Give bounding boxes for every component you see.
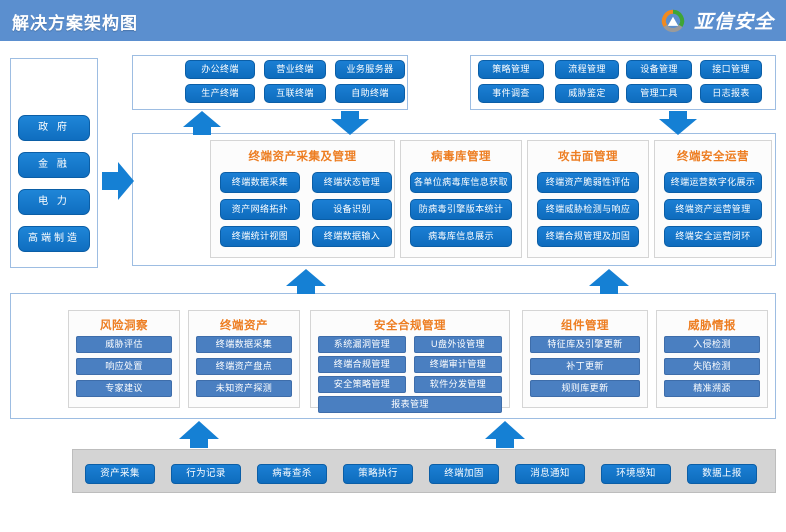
module-chip-2-full[interactable]: 报表管理 (318, 396, 502, 413)
middle-chip-3-2[interactable]: 终端安全运营闭环 (664, 226, 762, 247)
page-title: 解决方案架构图 (12, 14, 138, 33)
middle-chip-1-1[interactable]: 防病毒引擎版本统计 (410, 199, 512, 220)
agent-capability-chip-3[interactable]: 策略执行 (343, 464, 413, 484)
agent-capability-chip-5[interactable]: 消息通知 (515, 464, 585, 484)
module-chip-4-2[interactable]: 精准溯源 (664, 380, 760, 397)
middle-chip-0-3[interactable]: 设备识别 (312, 199, 392, 220)
module-chip-1-0[interactable]: 终端数据采集 (196, 336, 292, 353)
arrow-third-to-middle-left-icon (286, 269, 326, 294)
middle-chip-2-0[interactable]: 终端资产脆弱性评估 (537, 172, 639, 193)
agent-capability-chip-0[interactable]: 资产采集 (85, 464, 155, 484)
middle-group-title-3: 终端安全运营 (677, 151, 749, 163)
agent-capability-chip-6[interactable]: 环境感知 (601, 464, 671, 484)
page-header: 解决方案架构图 亚信安全 (0, 0, 786, 41)
middle-chip-0-1[interactable]: 终端状态管理 (312, 172, 392, 193)
middle-chip-1-2[interactable]: 病毒库信息展示 (410, 226, 512, 247)
agent-capability-chip-4[interactable]: 终端加固 (429, 464, 499, 484)
brand-name: 亚信安全 (693, 12, 774, 33)
management-chip-1[interactable]: 流程管理 (555, 60, 619, 79)
arrow-sidebar-to-middle-icon (102, 162, 134, 200)
agent-capability-chip-7[interactable]: 数据上报 (687, 464, 757, 484)
module-chip-1-1[interactable]: 终端资产盘点 (196, 358, 292, 375)
middle-chip-0-5[interactable]: 终端数据输入 (312, 226, 392, 247)
module-group-title-0: 风险洞察 (100, 320, 148, 332)
management-chip-3[interactable]: 接口管理 (700, 60, 762, 79)
module-chip-0-0[interactable]: 威胁评估 (76, 336, 172, 353)
module-chip-3-0[interactable]: 特征库及引擎更新 (530, 336, 640, 353)
module-chip-2-3[interactable]: 终端审计管理 (414, 356, 502, 373)
arrow-bottom-to-third-right-icon (485, 421, 525, 448)
management-chip-6[interactable]: 管理工具 (626, 84, 692, 103)
sidebar-item-1[interactable]: 金 融 (18, 152, 90, 178)
module-group-title-4: 威胁情报 (688, 320, 736, 332)
module-chip-4-0[interactable]: 入侵检测 (664, 336, 760, 353)
terminal-type-chip-0[interactable]: 办公终端 (185, 60, 255, 79)
middle-chip-3-0[interactable]: 终端运营数字化展示 (664, 172, 762, 193)
middle-chip-2-2[interactable]: 终端合规管理及加固 (537, 226, 639, 247)
module-group-title-1: 终端资产 (220, 320, 268, 332)
module-chip-0-1[interactable]: 响应处置 (76, 358, 172, 375)
terminal-type-chip-4[interactable]: 互联终端 (264, 84, 326, 103)
middle-chip-2-1[interactable]: 终端威胁检测与响应 (537, 199, 639, 220)
middle-chip-0-2[interactable]: 资产网络拓扑 (220, 199, 300, 220)
module-chip-2-5[interactable]: 软件分发管理 (414, 376, 502, 393)
terminal-type-chip-3[interactable]: 生产终端 (185, 84, 255, 103)
middle-chip-3-1[interactable]: 终端资产运营管理 (664, 199, 762, 220)
arrow-bottom-to-third-left-icon (179, 421, 219, 448)
module-chip-1-2[interactable]: 未知资产探测 (196, 380, 292, 397)
sidebar-item-2[interactable]: 电 力 (18, 189, 90, 215)
module-chip-4-1[interactable]: 失陷检测 (664, 358, 760, 375)
sidebar-item-3[interactable]: 高端制造 (18, 226, 90, 252)
module-chip-2-4[interactable]: 安全策略管理 (318, 376, 406, 393)
agent-capability-chip-1[interactable]: 行为记录 (171, 464, 241, 484)
sidebar-item-0[interactable]: 政 府 (18, 115, 90, 141)
module-group-title-3: 组件管理 (561, 320, 609, 332)
module-chip-2-2[interactable]: 终端合规管理 (318, 356, 406, 373)
management-chip-2[interactable]: 设备管理 (626, 60, 692, 79)
module-chip-3-2[interactable]: 规则库更新 (530, 380, 640, 397)
management-chip-5[interactable]: 威胁鉴定 (555, 84, 619, 103)
arrow-topleft-up-icon (183, 111, 221, 135)
terminal-type-chip-1[interactable]: 营业终端 (264, 60, 326, 79)
arrow-third-to-middle-right-icon (589, 269, 629, 294)
terminal-type-chip-5[interactable]: 自助终端 (335, 84, 405, 103)
middle-chip-0-0[interactable]: 终端数据采集 (220, 172, 300, 193)
middle-group-title-2: 攻击面管理 (558, 151, 618, 163)
brand-logo: 亚信安全 (659, 5, 774, 36)
management-chip-0[interactable]: 策略管理 (478, 60, 544, 79)
management-chip-7[interactable]: 日志报表 (700, 84, 762, 103)
module-chip-2-1[interactable]: U盘外设管理 (414, 336, 502, 353)
agent-capability-chip-2[interactable]: 病毒查杀 (257, 464, 327, 484)
middle-group-title-1: 病毒库管理 (431, 151, 491, 163)
arrow-topleft-down-icon (331, 111, 369, 135)
module-chip-2-0[interactable]: 系统漏洞管理 (318, 336, 406, 353)
module-group-title-2: 安全合规管理 (374, 320, 446, 332)
management-chip-4[interactable]: 事件调查 (478, 84, 544, 103)
arrow-topright-down-icon (659, 111, 697, 135)
module-chip-3-1[interactable]: 补丁更新 (530, 358, 640, 375)
middle-chip-0-4[interactable]: 终端统计视图 (220, 226, 300, 247)
middle-group-title-0: 终端资产采集及管理 (248, 151, 357, 163)
asiainfo-circle-logo-icon (661, 9, 685, 32)
terminal-type-chip-2[interactable]: 业务服务器 (335, 60, 405, 79)
module-chip-0-2[interactable]: 专家建议 (76, 380, 172, 397)
middle-chip-1-0[interactable]: 各单位病毒库信息获取 (410, 172, 512, 193)
